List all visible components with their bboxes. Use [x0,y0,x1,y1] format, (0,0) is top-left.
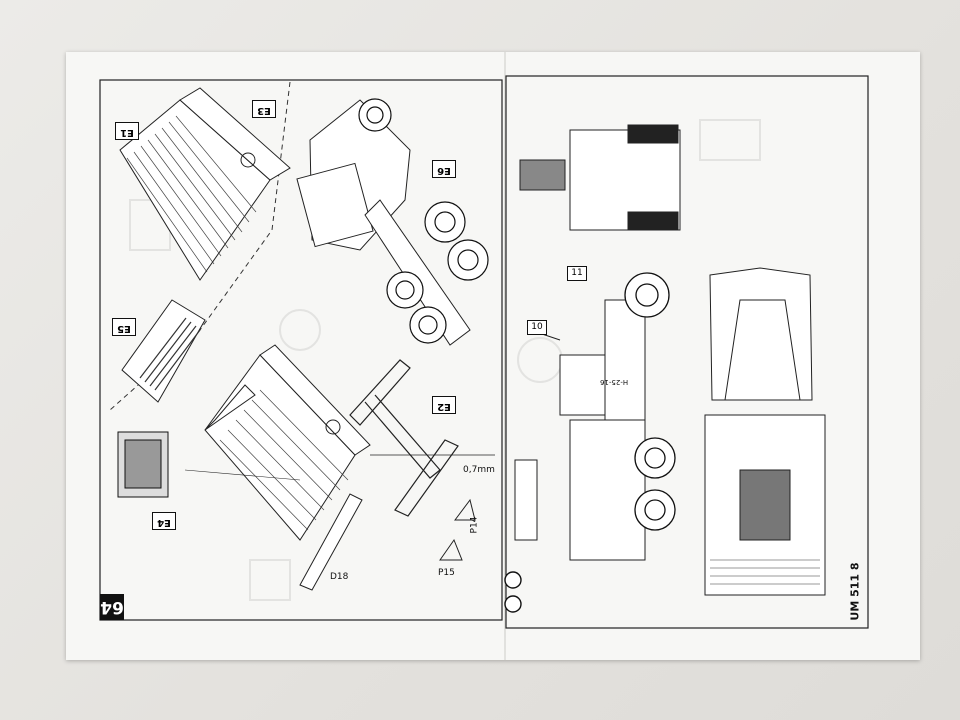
top-view-slats [710,559,820,585]
question-icon [504,595,522,613]
bed-slats-center [219,389,349,531]
part-p15-label: P15 [438,568,455,578]
spare-wheel-center [325,419,341,435]
engine-part [117,431,169,498]
panel-slats [139,317,201,391]
part-p14-label: P14 [469,516,480,534]
hitch-part [514,459,538,541]
truck-plate-label: Н-25-16 [600,378,629,386]
dimension-label: 0,7mm [463,465,495,475]
step-label-e1: E1 [115,122,139,140]
callout-10: 10 [527,320,547,335]
truck-bed-top [119,87,291,281]
step-label-e3: E3 [252,100,276,118]
truck-top-view [704,267,826,596]
right-page-frame [505,75,869,629]
callout-11: 11 [567,266,587,281]
truck-bed-center [204,344,371,541]
p15-part [439,538,463,561]
chassis-wheels [358,98,489,344]
footer-code: UM 511 8 [848,562,862,621]
step-label-e2: E2 [432,396,456,414]
step-label-e6: E6 [432,160,456,178]
side-panel [121,299,206,403]
star-icon [504,571,522,589]
bench-d18 [299,493,363,591]
p14-part [454,498,476,521]
step-label-e5: E5 [112,318,136,336]
part-d18-label: D18 [330,572,349,582]
frame-parts [349,359,459,517]
bed-slats-top [126,115,257,273]
page-number: 64 [100,594,124,620]
truck-side-view [529,299,646,561]
left-page-frame [99,79,503,621]
truck-chassis-3d [296,99,471,346]
spare-wheel-top [240,152,256,168]
center-fold [504,52,506,660]
separator-dash [109,81,291,411]
step-label-e4: E4 [152,512,176,530]
side-view-wheels [624,272,676,531]
leader-line [184,469,301,481]
truck-rear-view [519,124,681,231]
